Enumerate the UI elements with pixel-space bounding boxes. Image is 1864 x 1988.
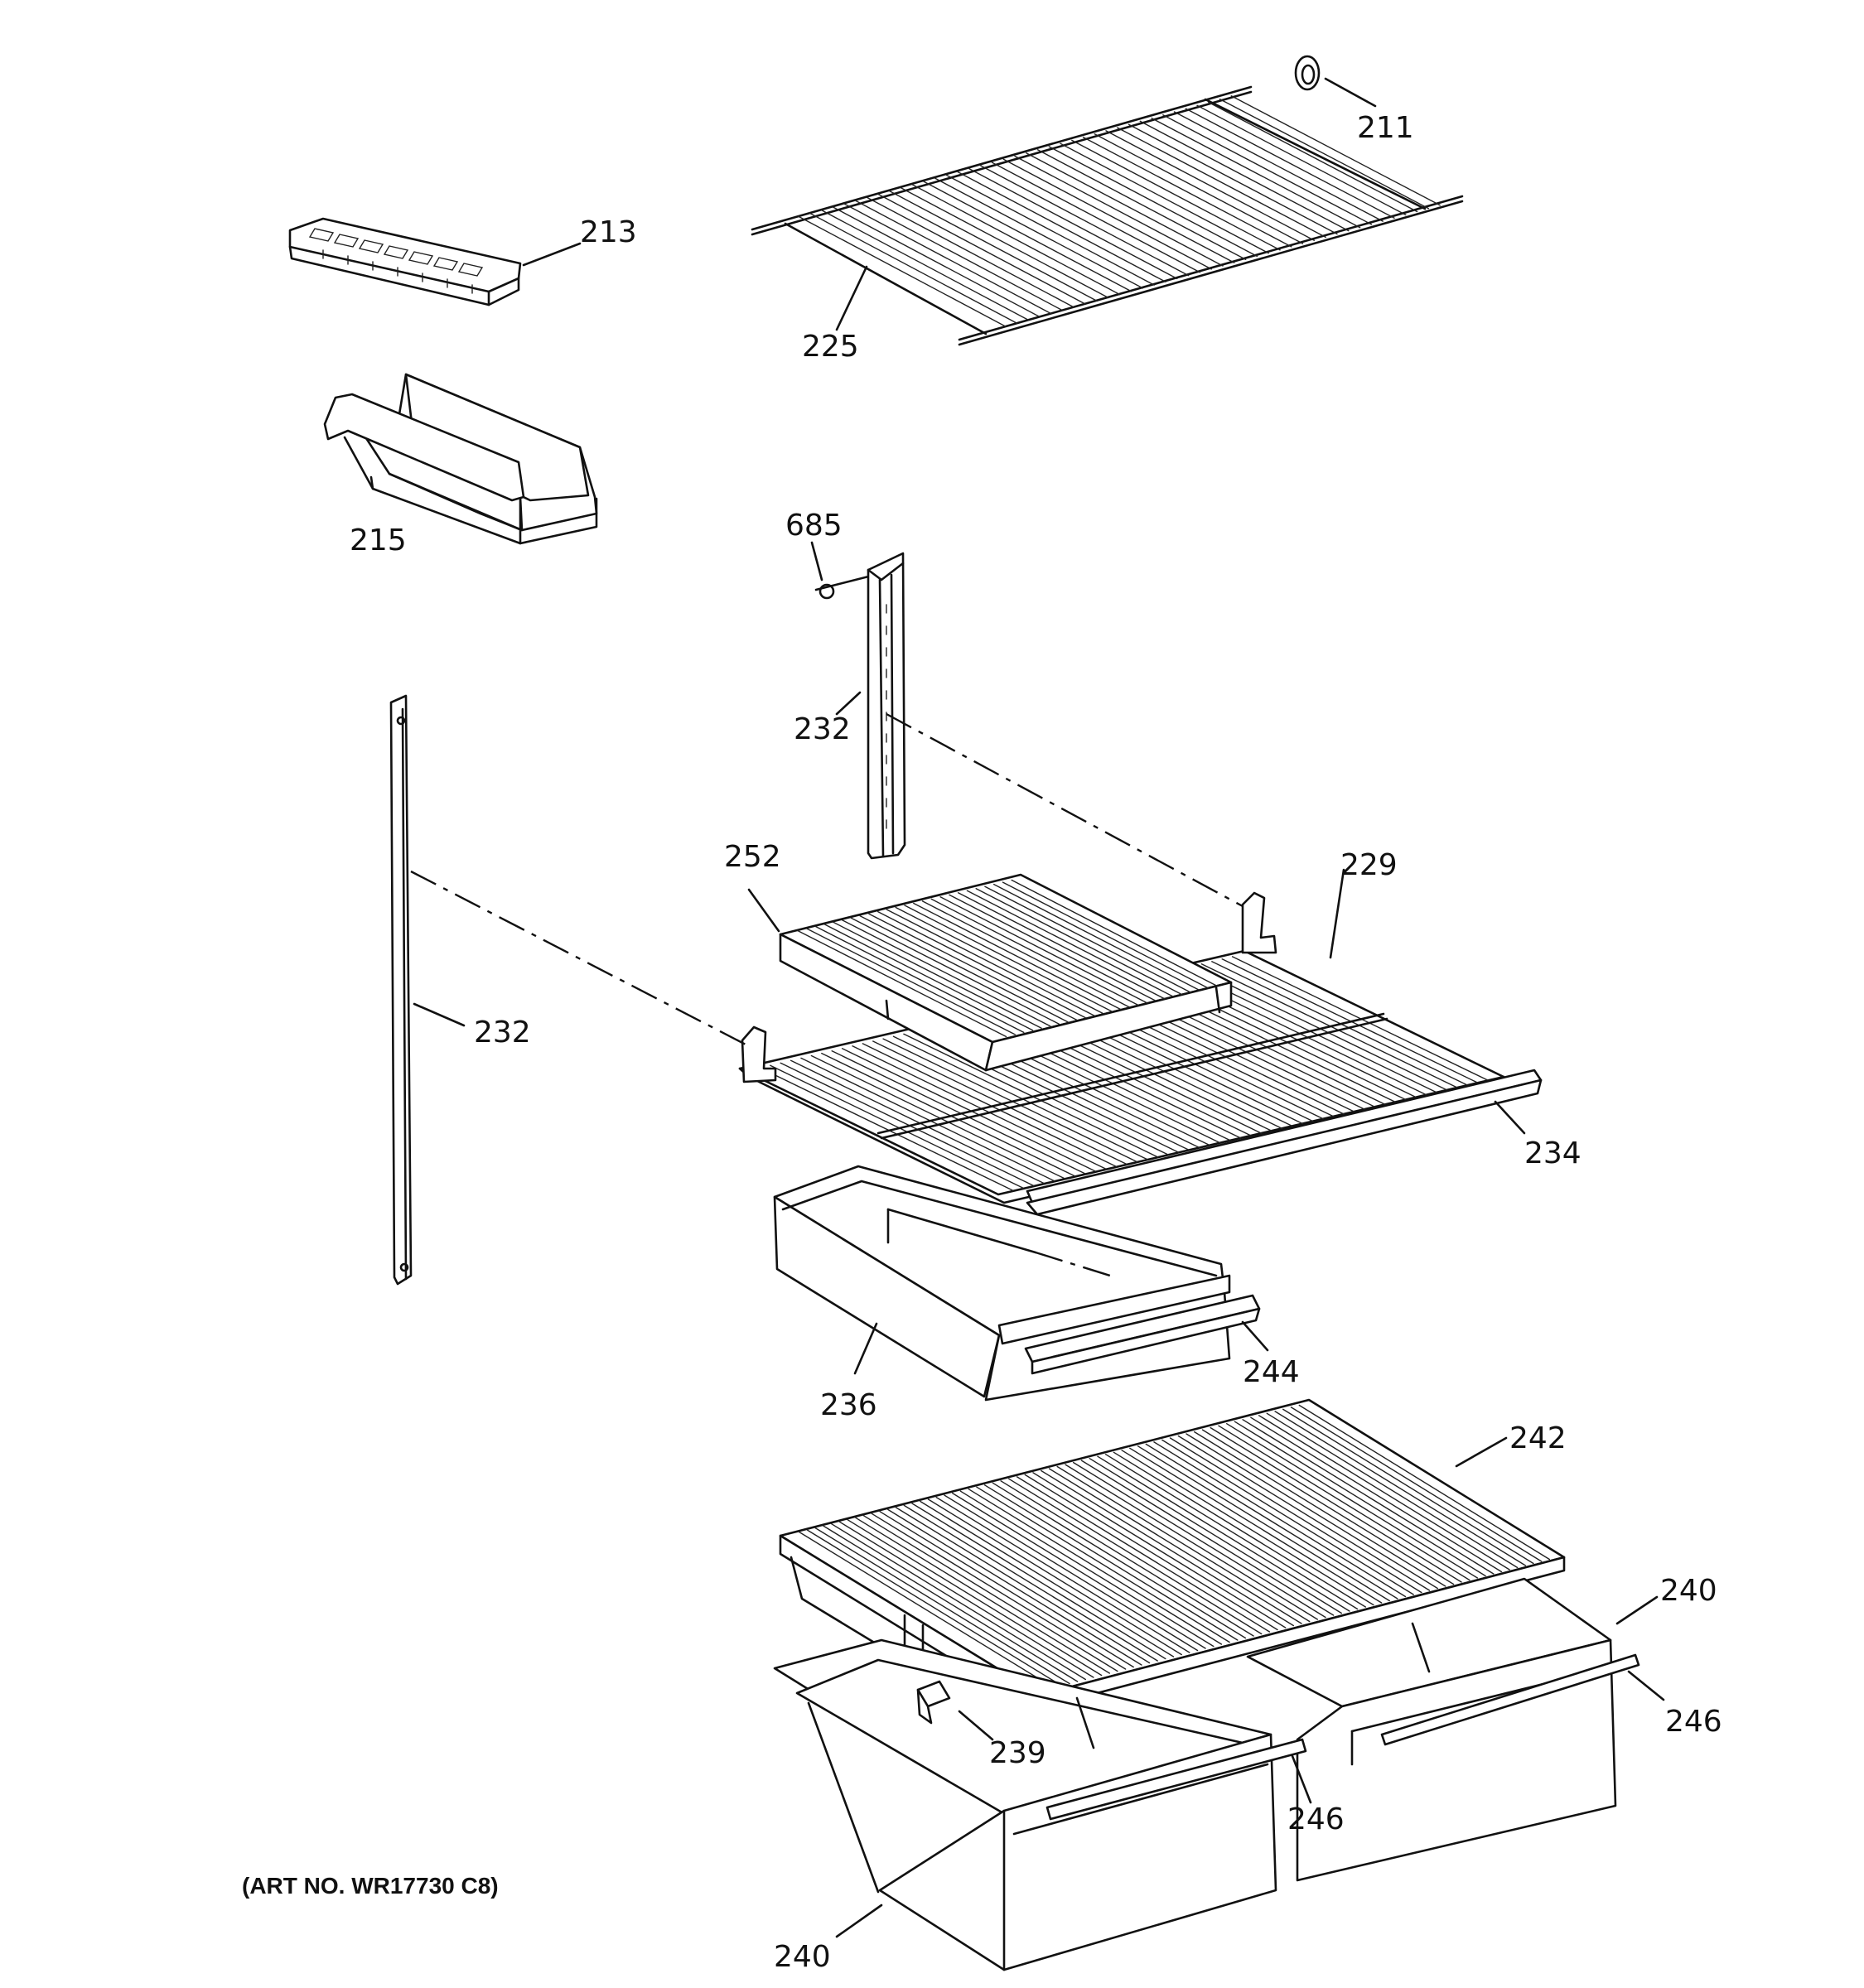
callout-215: 215 [350, 524, 407, 557]
callout-685: 685 [785, 509, 843, 543]
callout-244: 244 [1243, 1355, 1300, 1389]
callout-211: 211 [1357, 111, 1414, 145]
part-211-cap [1294, 55, 1377, 108]
callout-252: 252 [724, 840, 781, 874]
part-252-slide-shelf [747, 873, 1233, 1072]
part-232-left-rail [389, 694, 466, 1286]
callout-240-right: 240 [1660, 1574, 1717, 1608]
part-236-drawer [773, 1165, 1269, 1402]
callout-232-lower: 232 [474, 1016, 531, 1049]
part-215-ice-bin [323, 373, 598, 545]
part-240-left-bin [773, 1638, 1312, 1971]
alignment-line-upper [886, 712, 1243, 908]
callout-225: 225 [802, 330, 859, 364]
callout-236: 236 [820, 1388, 877, 1422]
callout-246-right: 246 [1665, 1705, 1722, 1739]
callout-242: 242 [1509, 1421, 1567, 1455]
part-232-upper-rail [835, 552, 906, 860]
callout-229: 229 [1340, 848, 1398, 882]
part-213-ice-tray [288, 217, 582, 306]
part-225-wire-shelf [751, 85, 1464, 346]
callout-232-upper: 232 [794, 712, 851, 746]
callout-213: 213 [580, 215, 637, 249]
art-number: (ART NO. WR17730 C8) [242, 1873, 499, 1899]
callout-239: 239 [989, 1736, 1046, 1770]
part-240-right-bin [1246, 1577, 1665, 1882]
callout-234: 234 [1524, 1136, 1582, 1170]
part-229-shelf [738, 868, 1543, 1216]
callout-240-left: 240 [774, 1940, 831, 1974]
alignment-line-lower [410, 870, 748, 1047]
callout-246-left: 246 [1287, 1802, 1345, 1836]
part-239-support [916, 1680, 994, 1741]
